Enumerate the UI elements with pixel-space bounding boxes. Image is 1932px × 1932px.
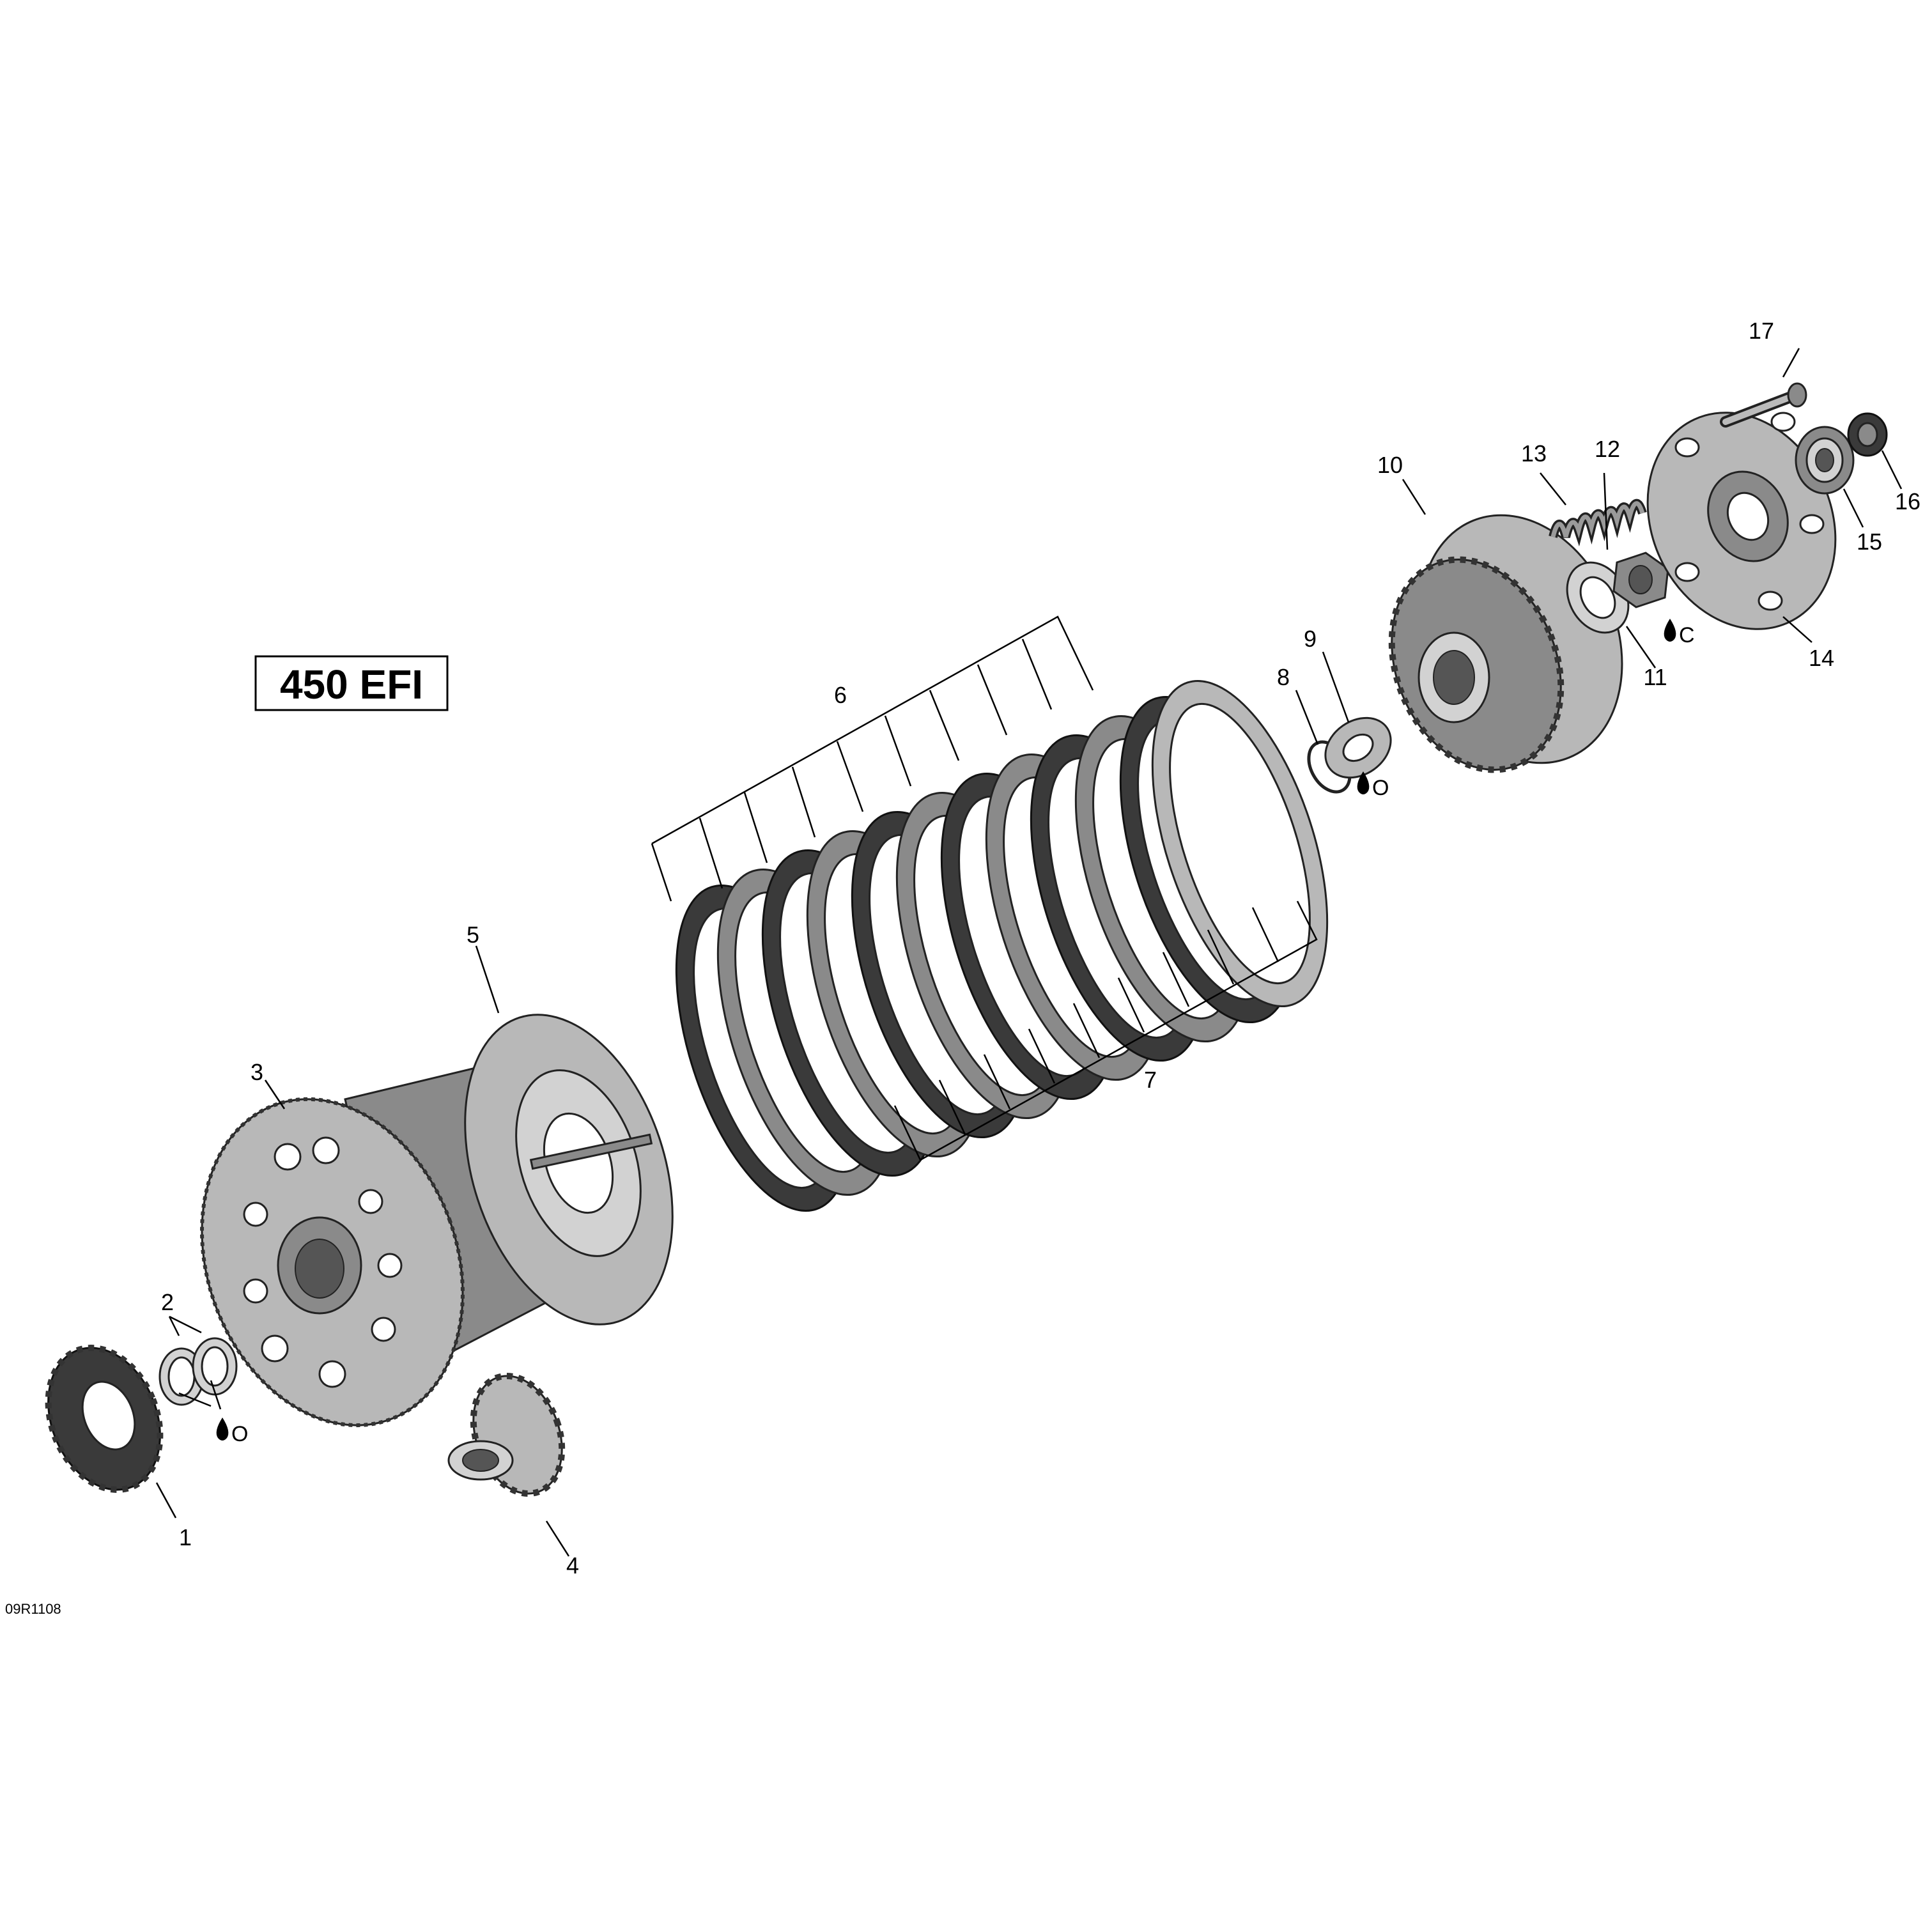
part-4-gear[interactable] — [447, 1363, 578, 1506]
part-13-spring[interactable] — [1549, 498, 1647, 546]
callout-14: 14 — [1809, 645, 1834, 671]
lube-symbol-nut: C — [1664, 619, 1695, 647]
part-1-drive-gear[interactable] — [28, 1331, 180, 1507]
callout-1: 1 — [179, 1524, 192, 1550]
part-17-bolt[interactable] — [1720, 382, 1807, 428]
oil-drop-icon — [1664, 619, 1676, 642]
lube-letter-nut: C — [1679, 623, 1695, 647]
callout-6: 6 — [834, 682, 847, 708]
part-12-nut[interactable] — [1612, 552, 1669, 608]
part-2-bushings[interactable] — [158, 1337, 238, 1406]
callout-16: 16 — [1895, 488, 1920, 514]
lube-symbol-shim: O — [1357, 771, 1389, 800]
part-6-7-clutch-pack[interactable] — [642, 660, 1363, 1232]
model-label-frame — [254, 655, 449, 711]
part-11-washer[interactable] — [1555, 552, 1641, 644]
figure-id: 09R1108 — [5, 1601, 61, 1617]
oil-drop-icon — [1357, 771, 1370, 794]
model-label: 450 EFI — [254, 655, 449, 711]
leader-lines — [155, 348, 1903, 1557]
part-16-cap[interactable] — [1847, 412, 1888, 457]
callout-3: 3 — [251, 1059, 263, 1085]
lube-letter-bushings: O — [231, 1422, 248, 1446]
callout-13: 13 — [1521, 440, 1547, 467]
model-label-text: 450 EFI — [280, 661, 423, 707]
callout-17: 17 — [1749, 318, 1774, 344]
callout-5: 5 — [467, 922, 479, 948]
callout-15: 15 — [1857, 529, 1882, 555]
bracket-6 — [651, 615, 1094, 902]
part-9-washer[interactable] — [1314, 706, 1402, 790]
callout-10: 10 — [1377, 452, 1403, 478]
bracket-7 — [893, 900, 1318, 1161]
callout-2: 2 — [161, 1289, 174, 1315]
callout-4: 4 — [566, 1552, 579, 1579]
callout-12: 12 — [1595, 436, 1620, 462]
part-15-bearing[interactable] — [1795, 426, 1855, 495]
part-14-lifter-plate[interactable] — [1613, 382, 1870, 660]
callout-11: 11 — [1643, 664, 1667, 690]
callout-7: 7 — [1144, 1067, 1157, 1093]
lube-symbol-bushings: O — [216, 1418, 248, 1446]
part-5-pressure-plate[interactable] — [428, 988, 709, 1351]
callout-8: 8 — [1277, 664, 1290, 690]
oil-drop-icon — [216, 1418, 229, 1441]
callout-numbers: 1 2 3 4 5 6 7 8 9 10 11 12 13 14 15 16 1… — [161, 318, 1920, 1579]
part-10-clutch-hub[interactable] — [1361, 484, 1658, 795]
callout-9: 9 — [1304, 626, 1317, 652]
lube-letter-shim: O — [1372, 776, 1389, 800]
